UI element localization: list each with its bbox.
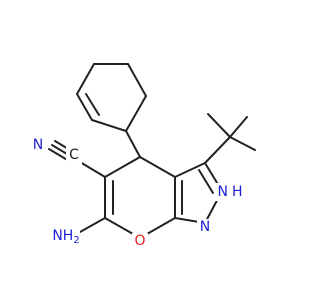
bond bbox=[204, 136, 231, 164]
bond bbox=[104, 156, 141, 178]
bond bbox=[79, 217, 106, 233]
pyrazole-nh-h: H bbox=[232, 184, 243, 200]
label-bg bbox=[214, 183, 246, 201]
bond bbox=[76, 93, 93, 121]
tert-butyl-group bbox=[204, 113, 256, 164]
bond bbox=[76, 63, 95, 95]
bond bbox=[207, 113, 231, 138]
bond bbox=[139, 156, 176, 178]
pyrazole-nh-n: N bbox=[217, 184, 227, 200]
pyran-ring bbox=[104, 156, 176, 239]
bond bbox=[127, 63, 147, 97]
nitrile-carbon-label: C bbox=[69, 147, 79, 163]
label-bg bbox=[197, 219, 213, 237]
bond bbox=[91, 119, 127, 132]
pyrazole-n-label: N bbox=[200, 219, 210, 235]
bond bbox=[229, 136, 256, 151]
amine-main: NH bbox=[52, 228, 73, 244]
label-bg bbox=[48, 226, 80, 248]
double-bond-inner bbox=[85, 93, 100, 116]
amine-subscript: 2 bbox=[73, 235, 79, 246]
label-bg bbox=[66, 146, 82, 164]
double-bond-inner bbox=[198, 169, 214, 194]
bond bbox=[125, 95, 147, 132]
nitrile-nitrogen-label: N bbox=[33, 137, 43, 153]
cyclohexene-ring bbox=[76, 63, 147, 132]
label-bg bbox=[132, 233, 148, 249]
bond bbox=[125, 130, 141, 158]
label-bg bbox=[30, 136, 46, 154]
bond bbox=[79, 161, 106, 178]
amine-label: NH2 bbox=[52, 228, 79, 246]
bond bbox=[229, 116, 248, 138]
ring-oxygen-label: O bbox=[134, 233, 145, 249]
bond bbox=[174, 162, 206, 178]
nitrile-group bbox=[48, 140, 106, 178]
triple-bond-3 bbox=[48, 148, 70, 162]
